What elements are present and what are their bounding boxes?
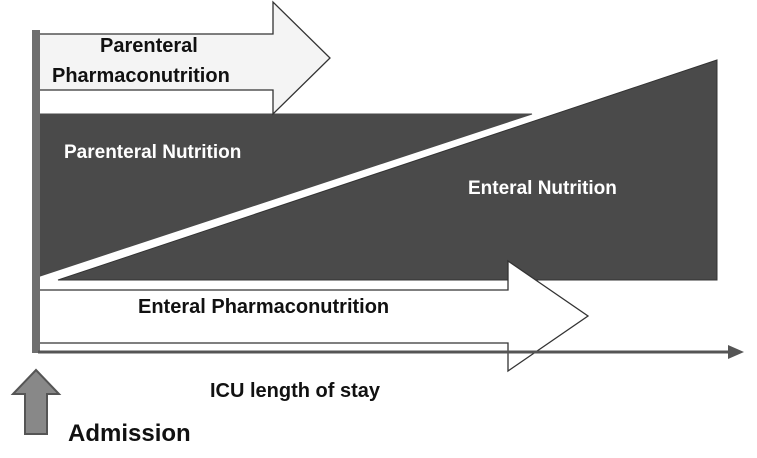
admission-vertical-line: [32, 30, 40, 353]
admission-label: Admission: [68, 420, 191, 447]
parenteral-pharmaconutrition-arrow: [37, 0, 331, 116]
admission-arrow: [10, 368, 62, 435]
icu-length-of-stay-label: ICU length of stay: [210, 380, 381, 402]
enteral-nutrition-label: Enteral Nutrition: [468, 178, 617, 199]
time-axis-arrowhead: [728, 345, 744, 359]
parenteral-nutrition-label: Parenteral Nutrition: [64, 142, 241, 163]
parenteral-pharmaconutrition-label-line2: Pharmaconutrition: [52, 65, 230, 87]
enteral-pharmaconutrition-label: Enteral Pharmaconutrition: [138, 296, 389, 318]
enteral-nutrition-region: [57, 59, 718, 281]
enteral-pharmaconutrition-arrow: [37, 259, 590, 373]
parenteral-pharmaconutrition-label-line1: Parenteral: [100, 35, 198, 57]
